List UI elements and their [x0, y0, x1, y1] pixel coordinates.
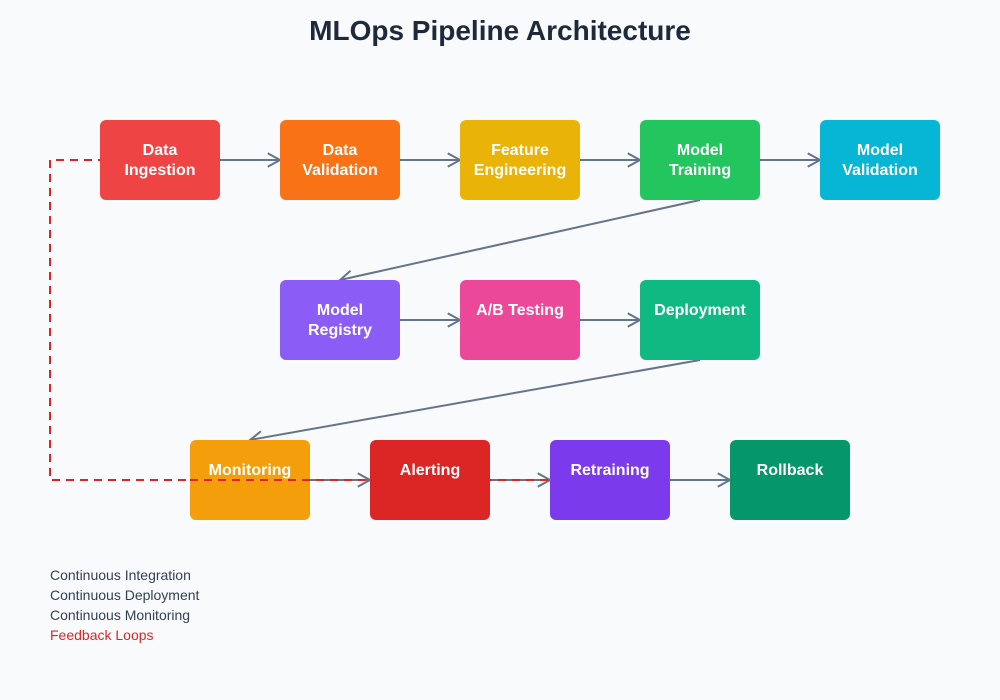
- node-box[interactable]: [100, 120, 220, 200]
- node-box[interactable]: [460, 120, 580, 200]
- legend: Continuous Integration Continuous Deploy…: [50, 565, 199, 645]
- node-label: Data: [323, 142, 358, 159]
- node-label: Engineering: [474, 162, 566, 179]
- node-box[interactable]: [550, 440, 670, 520]
- node-box[interactable]: [280, 120, 400, 200]
- edge-model-training-to-model-registry: [339, 199, 701, 281]
- legend-item-continuous-integration: Continuous Integration: [50, 567, 191, 583]
- node-label: Model: [317, 302, 363, 319]
- edge-deployment-to-monitoring: [249, 359, 701, 441]
- node-label: A/B Testing: [476, 302, 564, 319]
- node-retraining[interactable]: Retraining: [550, 440, 670, 520]
- node-label: Retraining: [570, 462, 649, 479]
- node-label: Feature: [491, 142, 549, 159]
- node-label: Model: [857, 142, 903, 159]
- node-box[interactable]: [730, 440, 850, 520]
- node-box[interactable]: [460, 280, 580, 360]
- node-box[interactable]: [640, 120, 760, 200]
- legend-item-continuous-deployment: Continuous Deployment: [50, 587, 200, 603]
- nodes-layer: DataIngestionDataValidationFeatureEngine…: [100, 120, 940, 520]
- legend-item-continuous-monitoring: Continuous Monitoring: [50, 607, 191, 623]
- node-box[interactable]: [640, 280, 760, 360]
- node-label: Validation: [842, 162, 918, 179]
- node-ab-testing[interactable]: A/B Testing: [460, 280, 580, 360]
- node-box[interactable]: [280, 280, 400, 360]
- node-label: Registry: [308, 322, 372, 339]
- node-alerting[interactable]: Alerting: [370, 440, 490, 520]
- node-label: Training: [669, 162, 731, 179]
- feedback-loop-edge: [49, 159, 550, 481]
- node-label: Ingestion: [124, 162, 195, 179]
- node-label: Data: [143, 142, 178, 159]
- node-label: Model: [677, 142, 723, 159]
- diagram-title: MLOps Pipeline Architecture: [309, 15, 691, 46]
- node-box[interactable]: [820, 120, 940, 200]
- node-box[interactable]: [370, 440, 490, 520]
- node-deployment[interactable]: Deployment: [640, 280, 760, 360]
- node-rollback[interactable]: Rollback: [730, 440, 850, 520]
- node-label: Monitoring: [209, 462, 292, 479]
- legend-item-feedback-loops: Feedback Loops: [50, 627, 154, 643]
- node-label: Deployment: [654, 302, 746, 319]
- node-label: Alerting: [400, 462, 460, 479]
- node-label: Validation: [302, 162, 378, 179]
- node-label: Rollback: [757, 462, 824, 479]
